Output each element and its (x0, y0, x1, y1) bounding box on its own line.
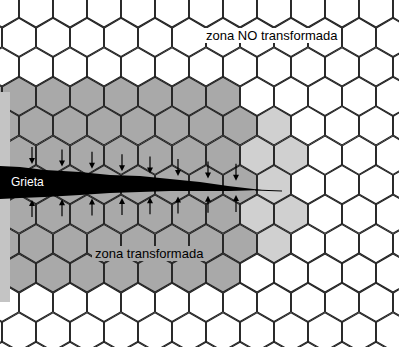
grain-hexagon (0, 342, 19, 347)
stress-arrow (29, 147, 35, 164)
stress-arrow (29, 200, 35, 217)
stress-arrow (233, 164, 239, 181)
grain-hexagon (206, 313, 239, 347)
grain-hexagon (121, 342, 154, 347)
grain-hexagon (2, 313, 35, 347)
grain-hexagon (104, 313, 137, 347)
crack-label: Grieta (8, 175, 47, 190)
grain-hexagon (155, 342, 188, 347)
stress-arrow (147, 157, 153, 174)
stress-arrow (59, 149, 65, 166)
grain-hexagon (0, 313, 2, 347)
stress-arrow (119, 198, 125, 215)
crack-tip (255, 190, 282, 191)
crack-body (0, 166, 262, 199)
stress-arrow (119, 154, 125, 171)
stress-arrows (29, 147, 239, 217)
grain-hexagon (172, 313, 205, 347)
stress-arrow (147, 197, 153, 214)
grain-hexagon (223, 342, 256, 347)
stress-arrow (175, 197, 181, 214)
zone-label: zona transformada (92, 246, 206, 261)
stress-arrow (59, 199, 65, 216)
grain-hexagon (189, 342, 222, 347)
grain-hexagon (36, 313, 69, 347)
stress-arrow (205, 196, 211, 213)
grain-hexagon (274, 313, 307, 347)
grain-hexagon (376, 313, 399, 347)
grain-hexagon (342, 313, 375, 347)
crack-shape (0, 166, 282, 199)
grain-hexagon (393, 342, 399, 347)
grain-hexagon (87, 342, 120, 347)
grain-hexagon (19, 342, 52, 347)
stress-arrow (205, 161, 211, 178)
stress-arrow (89, 152, 95, 169)
grain-hexagon (325, 342, 358, 347)
zone-label: zona NO transformada (203, 28, 341, 43)
stress-arrow (175, 159, 181, 176)
stress-arrow (233, 195, 239, 212)
grain-hexagon (240, 313, 273, 347)
grain-hexagon (359, 342, 392, 347)
grain-hexagon (70, 313, 103, 347)
grain-hexagon (257, 342, 290, 347)
grain-hexagon (138, 313, 171, 347)
grain-hexagon (53, 342, 86, 347)
stress-arrow (89, 199, 95, 216)
grain-hexagon (308, 313, 341, 347)
grain-hexagon (291, 342, 324, 347)
